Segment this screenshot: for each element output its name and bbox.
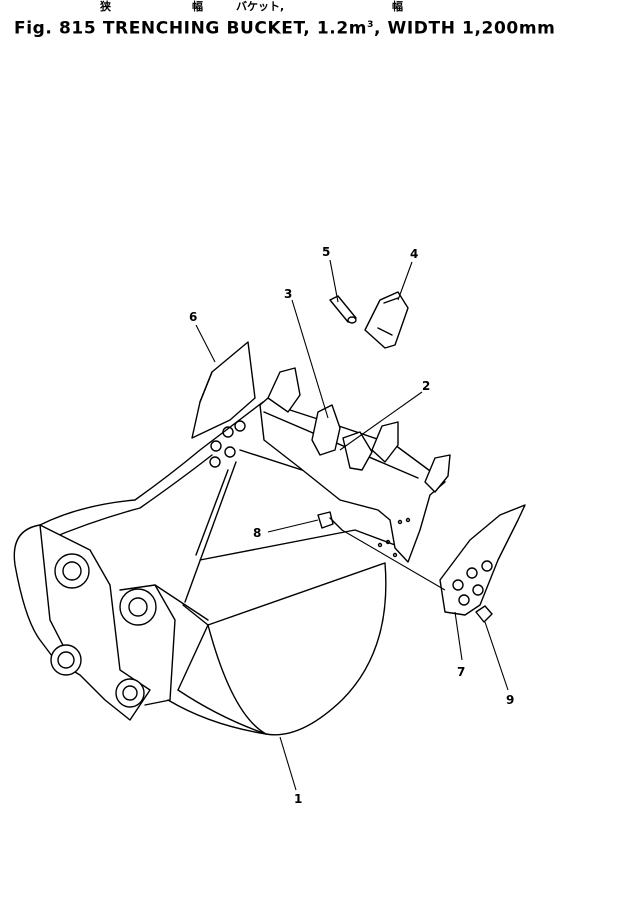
furigana-b: 幅 (192, 0, 203, 13)
figure-title-main: TRENCHING BUCKET, 1.2m (102, 18, 368, 39)
part-4-tooth-point (364, 291, 409, 349)
callout-4: 4 (410, 247, 418, 261)
side-bolt-holes (209, 420, 246, 468)
part-6-side-cutter-left (191, 341, 256, 439)
callout-9: 9 (506, 693, 514, 707)
furigana-d: 幅 (392, 0, 403, 13)
leader-lines (195, 259, 509, 791)
figure-title: Fig. 815 TRENCHING BUCKET, 1.2m3, WIDTH … (14, 14, 555, 40)
furigana-a: 狭 (100, 0, 111, 13)
callout-5: 5 (322, 245, 330, 259)
callout-3: 3 (284, 287, 292, 301)
part-2-tooth (342, 431, 373, 471)
figure-title-superscript: 3 (367, 20, 374, 30)
callout-labels: 1 2 3 4 5 6 7 8 9 (189, 245, 514, 806)
furigana-c: バケット, (236, 0, 285, 13)
callout-2: 2 (422, 379, 430, 393)
part-9-nut (475, 605, 493, 623)
part-8-bolt (317, 511, 343, 531)
callout-7: 7 (457, 665, 465, 679)
title-furigana: 狭 幅 バケット, 幅 (0, 0, 642, 16)
bucket-bosses (13, 524, 209, 721)
part-5-pin (329, 295, 357, 324)
part-7-side-cutter-right (439, 504, 526, 616)
callout-8: 8 (253, 526, 261, 540)
figure-title-suffix: , WIDTH 1,200mm (373, 18, 556, 39)
figure-number: Fig. 815 (14, 18, 97, 39)
bucket-body (39, 401, 396, 736)
right-side-holes (377, 517, 411, 558)
callout-6: 6 (189, 310, 197, 324)
callout-1: 1 (294, 792, 302, 806)
part-3-tooth (311, 404, 341, 456)
